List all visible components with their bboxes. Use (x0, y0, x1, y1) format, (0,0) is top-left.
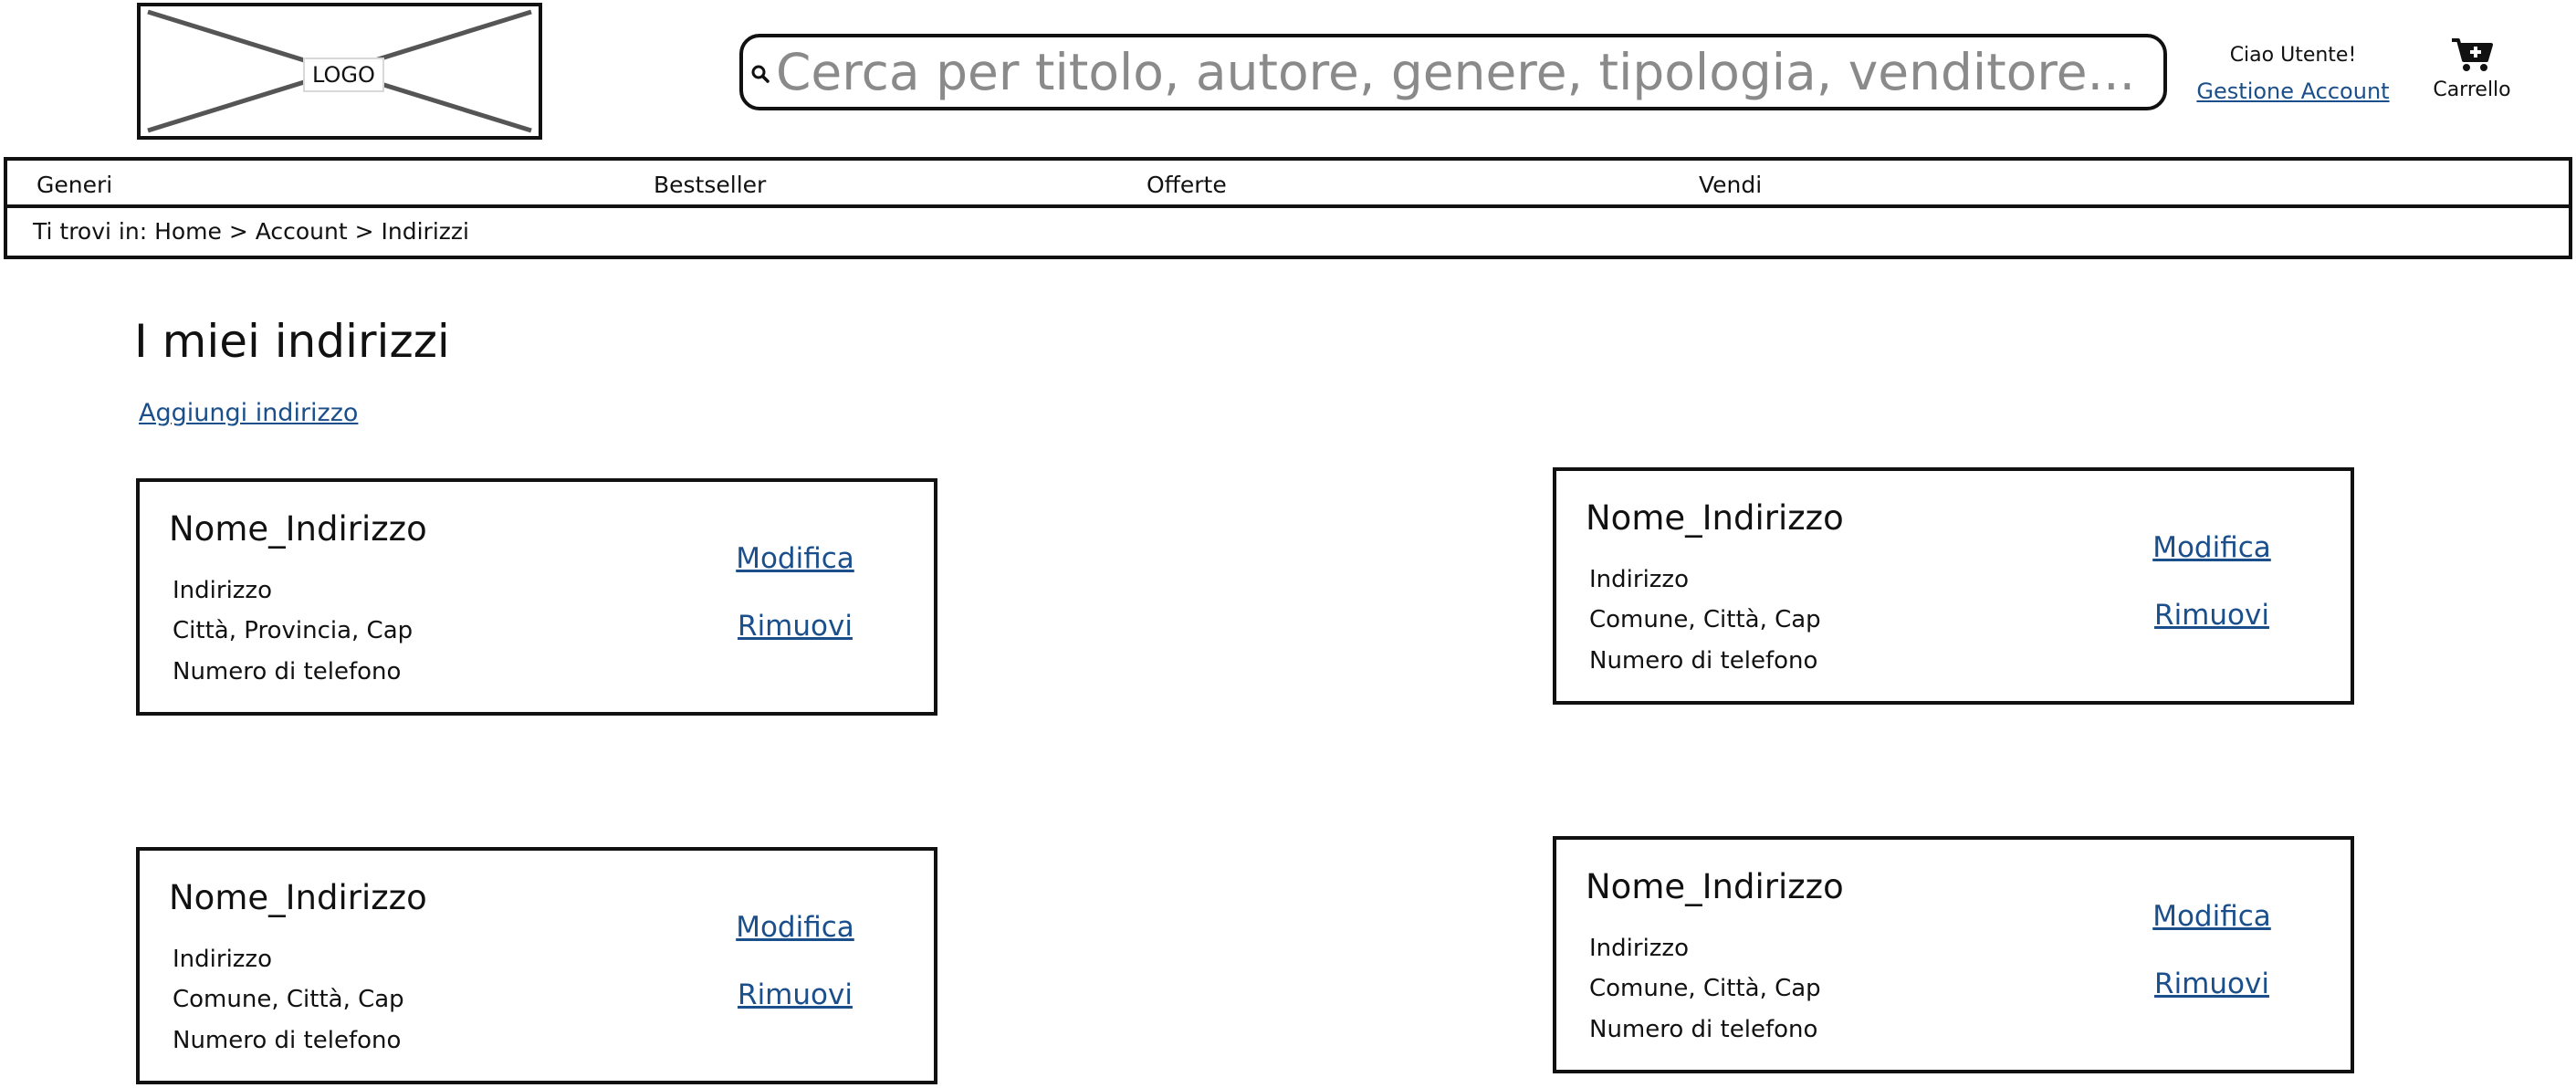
search-icon (750, 64, 770, 88)
edit-address-link[interactable]: Modifica (736, 911, 854, 944)
search-input[interactable] (776, 41, 2145, 103)
address-street: Indirizzo (1589, 935, 1689, 962)
add-address-link[interactable]: Aggiungi indirizzo (139, 399, 359, 427)
address-street: Indirizzo (173, 946, 272, 973)
remove-address-link[interactable]: Rimuovi (2154, 599, 2269, 632)
address-name: Nome_Indirizzo (169, 878, 427, 917)
address-card: Nome_Indirizzo Indirizzo Comune, Città, … (1553, 836, 2354, 1073)
address-card: Nome_Indirizzo Indirizzo Comune, Città, … (136, 847, 937, 1084)
remove-address-link[interactable]: Rimuovi (2154, 968, 2269, 1000)
address-card: Nome_Indirizzo Indirizzo Comune, Città, … (1553, 467, 2354, 705)
cart-label: Carrello (2433, 78, 2511, 101)
nav-item-vendi[interactable]: Vendi (1699, 172, 1763, 198)
edit-address-link[interactable]: Modifica (2152, 900, 2271, 933)
account-management-link[interactable]: Gestione Account (2196, 78, 2390, 104)
address-name: Nome_Indirizzo (169, 509, 427, 549)
edit-address-link[interactable]: Modifica (2152, 531, 2271, 564)
nav-item-bestseller[interactable]: Bestseller (654, 172, 767, 198)
address-phone: Numero di telefono (1589, 1016, 1818, 1043)
nav-item-offerte[interactable]: Offerte (1147, 172, 1227, 198)
search-bar[interactable] (739, 34, 2167, 110)
address-phone: Numero di telefono (173, 1027, 402, 1054)
logo-label: LOGO (303, 58, 384, 92)
breadcrumb-text: Ti trovi in: Home > Account > Indirizzi (33, 218, 469, 245)
remove-address-link[interactable]: Rimuovi (738, 978, 853, 1011)
breadcrumb: Ti trovi in: Home > Account > Indirizzi (4, 208, 2572, 259)
address-city: Comune, Città, Cap (1589, 975, 1821, 1002)
address-phone: Numero di telefono (173, 658, 402, 685)
edit-address-link[interactable]: Modifica (736, 542, 854, 575)
address-city: Città, Provincia, Cap (173, 617, 414, 644)
cart-add-icon (2450, 38, 2494, 77)
address-city: Comune, Città, Cap (1589, 606, 1821, 633)
address-city: Comune, Città, Cap (173, 986, 404, 1013)
address-street: Indirizzo (1589, 566, 1689, 593)
cart-button[interactable]: Carrello (2419, 37, 2525, 101)
address-name: Nome_Indirizzo (1586, 867, 1844, 906)
address-street: Indirizzo (173, 577, 272, 604)
nav-item-generi[interactable]: Generi (37, 172, 113, 198)
logo-placeholder[interactable]: LOGO (137, 3, 542, 140)
address-card: Nome_Indirizzo Indirizzo Città, Provinci… (136, 478, 937, 716)
user-greeting: Ciao Utente! (2229, 44, 2357, 67)
address-name: Nome_Indirizzo (1586, 498, 1844, 538)
main-nav: Generi Bestseller Offerte Vendi (4, 157, 2572, 208)
page-title: I miei indirizzi (134, 315, 450, 368)
address-phone: Numero di telefono (1589, 647, 1818, 675)
remove-address-link[interactable]: Rimuovi (738, 610, 853, 643)
